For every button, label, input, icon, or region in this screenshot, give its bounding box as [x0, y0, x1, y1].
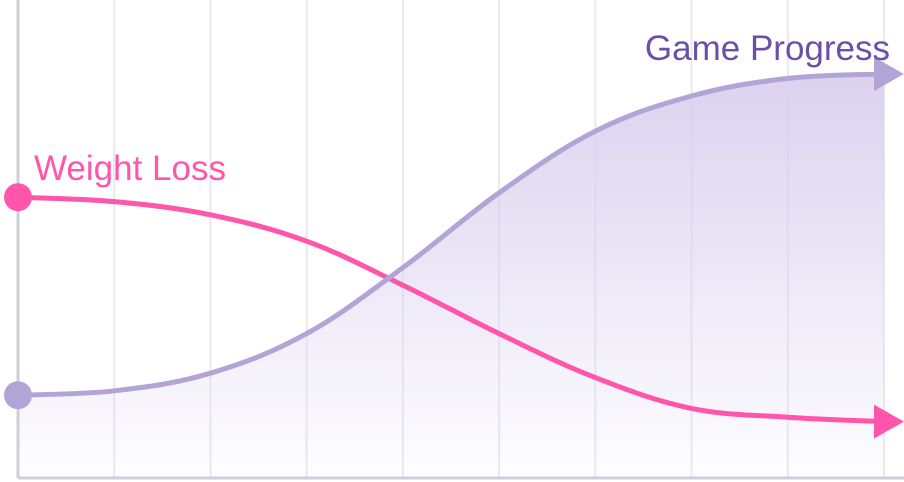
area-fills [18, 74, 884, 478]
game-progress-area-fill [18, 74, 884, 478]
game-progress-start-marker [4, 381, 32, 410]
series-lines [15, 71, 887, 425]
series-markers [4, 57, 904, 439]
game-progress-label: Game Progress [645, 29, 890, 68]
game-progress-line [15, 71, 887, 398]
weight-loss-line [15, 194, 887, 425]
weight-loss-end-arrow [874, 404, 904, 439]
series-labels: Weight Loss Game Progress [34, 29, 890, 188]
weight-loss-label: Weight Loss [34, 149, 226, 188]
weight-loss-start-marker [4, 183, 32, 212]
game-progress-end-arrow [874, 57, 904, 91]
